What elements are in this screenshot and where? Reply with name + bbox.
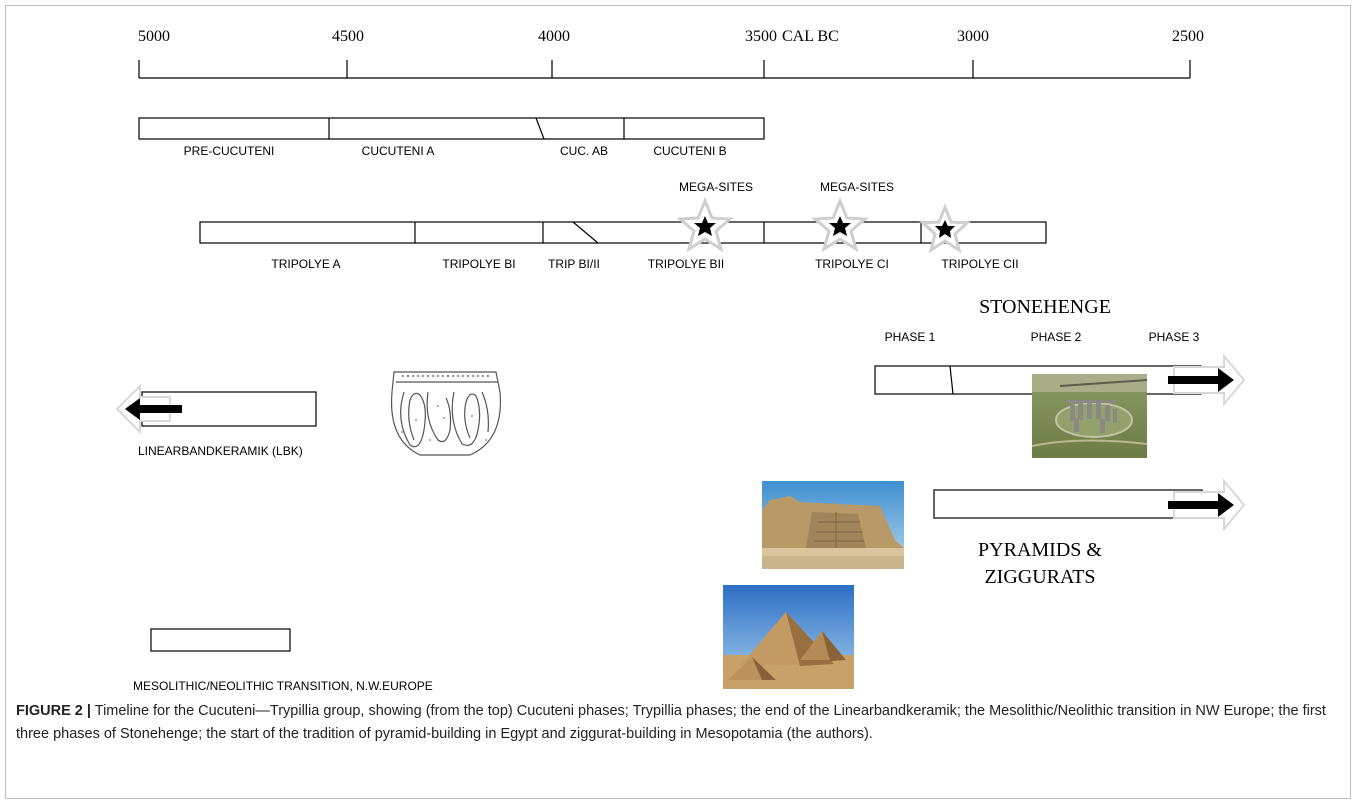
mesolithic-label: MESOLITHIC/NEOLITHIC TRANSITION, N.W.EUR… <box>133 679 433 693</box>
stonehenge-phase-1: PHASE 1 <box>885 330 936 344</box>
axis-tick-label: 3000 <box>957 28 989 45</box>
lbk-pot-drawing <box>390 371 502 456</box>
lbk-section: LINEARBANDKERAMIK (LBK) <box>115 371 502 458</box>
cucuteni-bar-outline <box>138 117 765 140</box>
figure-caption: FIGURE 2 | Timeline for the Cucuteni—Try… <box>16 700 1341 746</box>
phase-divider <box>949 365 954 395</box>
arrow-left-icon <box>115 383 182 435</box>
star-icon <box>811 197 869 253</box>
star-icon <box>919 202 971 254</box>
tripolye-bar-outline <box>199 221 1047 244</box>
mesolithic-section: MESOLITHIC/NEOLITHIC TRANSITION, N.W.EUR… <box>133 628 433 693</box>
caption-label: FIGURE 2 | <box>16 703 91 719</box>
phase-label-tripolye-a: TRIPOLYE A <box>271 257 340 271</box>
phase-label-tripolye-cii: TRIPOLYE CII <box>941 257 1018 271</box>
figure-frame <box>5 5 1351 799</box>
phase-label-cucuteni-b: CUCUTENI B <box>653 144 726 158</box>
arrow-right-icon <box>1168 353 1246 407</box>
stonehenge-title: STONEHENGE <box>979 296 1111 318</box>
axis-tick-label: 2500 <box>1172 28 1204 45</box>
axis-unit-label: CAL BC <box>782 28 839 45</box>
stonehenge-photo <box>1031 374 1148 458</box>
phase-divider <box>535 117 545 140</box>
cucuteni-bar: PRE-CUCUTENI CUCUTENI A CUC. AB CUCUTENI… <box>138 117 765 158</box>
phase-label-tripolye-ci: TRIPOLYE CI <box>815 257 889 271</box>
arrow-right-icon <box>1168 478 1246 532</box>
pyramids-bar-outline <box>933 489 1203 519</box>
mega-sites-label: MEGA-SITES <box>820 180 894 194</box>
phase-label-cuc-ab: CUC. AB <box>560 144 608 158</box>
axis-tick-label: 3500 <box>745 28 777 45</box>
time-axis: 5000 4500 4000 3500 CAL BC 3000 2500 <box>138 28 1204 79</box>
stonehenge-section: STONEHENGE PHASE 1 PHASE 2 PHASE 3 <box>874 296 1246 458</box>
timeline-diagram: 5000 4500 4000 3500 CAL BC 3000 2500 PRE… <box>115 28 1246 693</box>
phase-divider <box>572 221 599 244</box>
pyramids-section: PYRAMIDS & ZIGGURATS <box>723 478 1246 689</box>
tripolye-bar: TRIPOLYE A TRIPOLYE BI TRIP BI/II TRIPOL… <box>199 180 1047 271</box>
star-icon <box>676 197 734 253</box>
axis-tick-label: 5000 <box>138 28 170 45</box>
caption-text: Timeline for the Cucuteni—Trypillia grou… <box>16 703 1326 742</box>
axis-tick-label: 4500 <box>332 28 364 45</box>
lbk-label: LINEARBANDKERAMIK (LBK) <box>138 444 303 458</box>
phase-label-tripolye-bii: TRIPOLYE BII <box>648 257 724 271</box>
ziggurat-photo <box>762 481 904 569</box>
phase-label-pre-cucuteni: PRE-CUCUTENI <box>184 144 275 158</box>
mega-sites-label: MEGA-SITES <box>679 180 753 194</box>
phase-label-cucuteni-a: CUCUTENI A <box>362 144 435 158</box>
pyramids-label-line2: ZIGGURATS <box>984 566 1095 588</box>
stonehenge-phase-2: PHASE 2 <box>1031 330 1082 344</box>
mesolithic-bar-outline <box>150 628 291 652</box>
phase-label-trip-bi-ii: TRIP BI/II <box>548 257 600 271</box>
axis-tick-label: 4000 <box>538 28 570 45</box>
stonehenge-phase-3: PHASE 3 <box>1149 330 1200 344</box>
pyramids-photo <box>723 585 854 689</box>
pyramids-label-line1: PYRAMIDS & <box>978 539 1102 561</box>
phase-label-tripolye-bi: TRIPOLYE BI <box>442 257 515 271</box>
